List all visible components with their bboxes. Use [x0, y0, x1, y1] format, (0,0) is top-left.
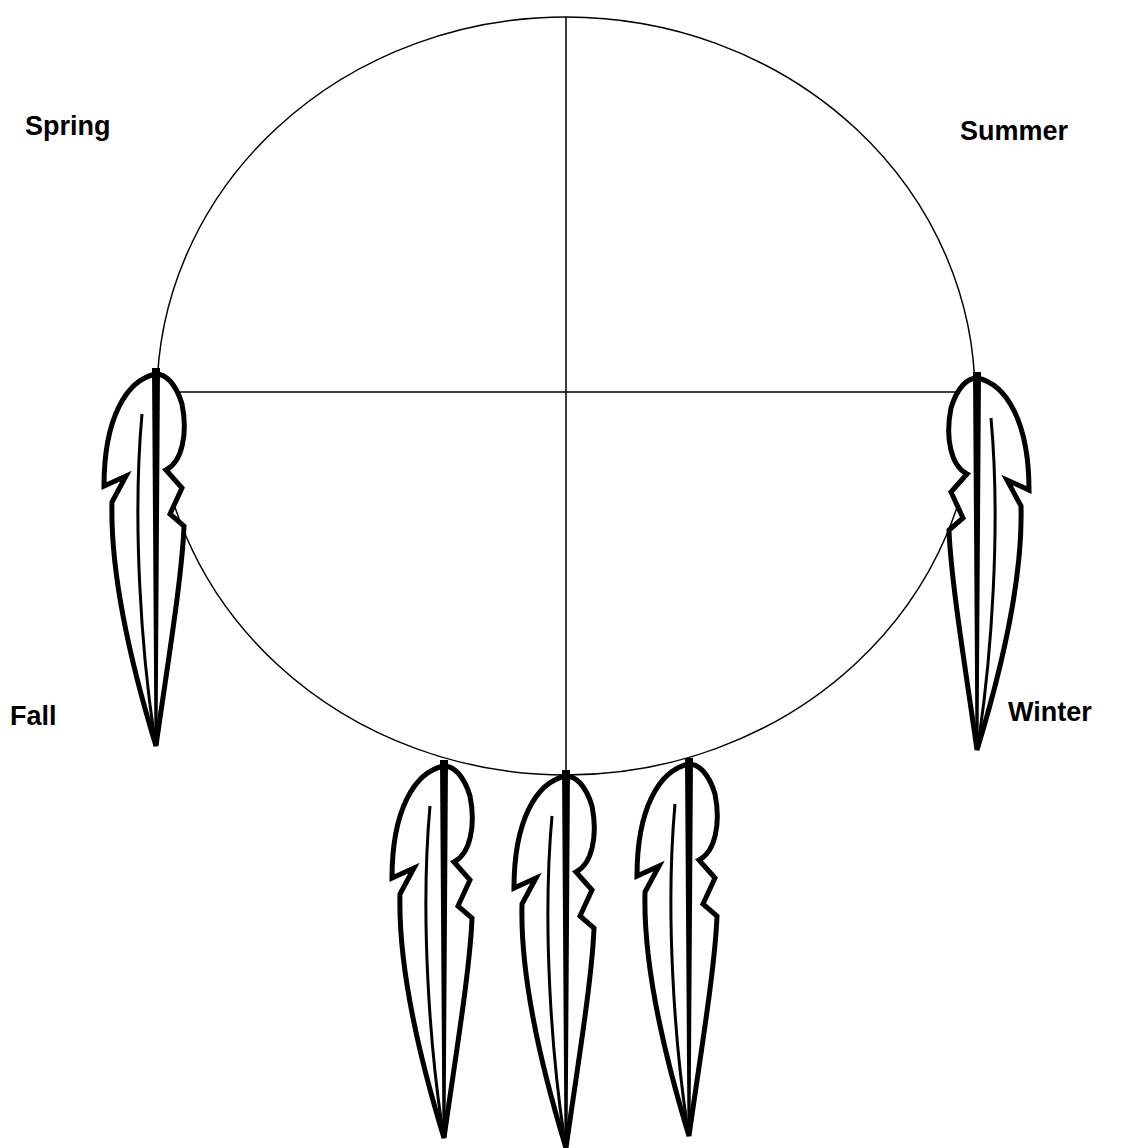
- feather: [949, 372, 1029, 750]
- feather: [637, 758, 717, 1136]
- season-label: Summer: [960, 117, 1068, 147]
- vertical-divider: [565, 17, 567, 775]
- wheel-circle: [157, 17, 975, 775]
- feather: [104, 368, 184, 746]
- feather: [392, 760, 472, 1138]
- feather: [514, 770, 594, 1148]
- horizontal-divider: [158, 391, 975, 393]
- season-label: Spring: [25, 112, 111, 142]
- season-label: Fall: [10, 702, 57, 732]
- season-label: Winter: [1008, 698, 1092, 728]
